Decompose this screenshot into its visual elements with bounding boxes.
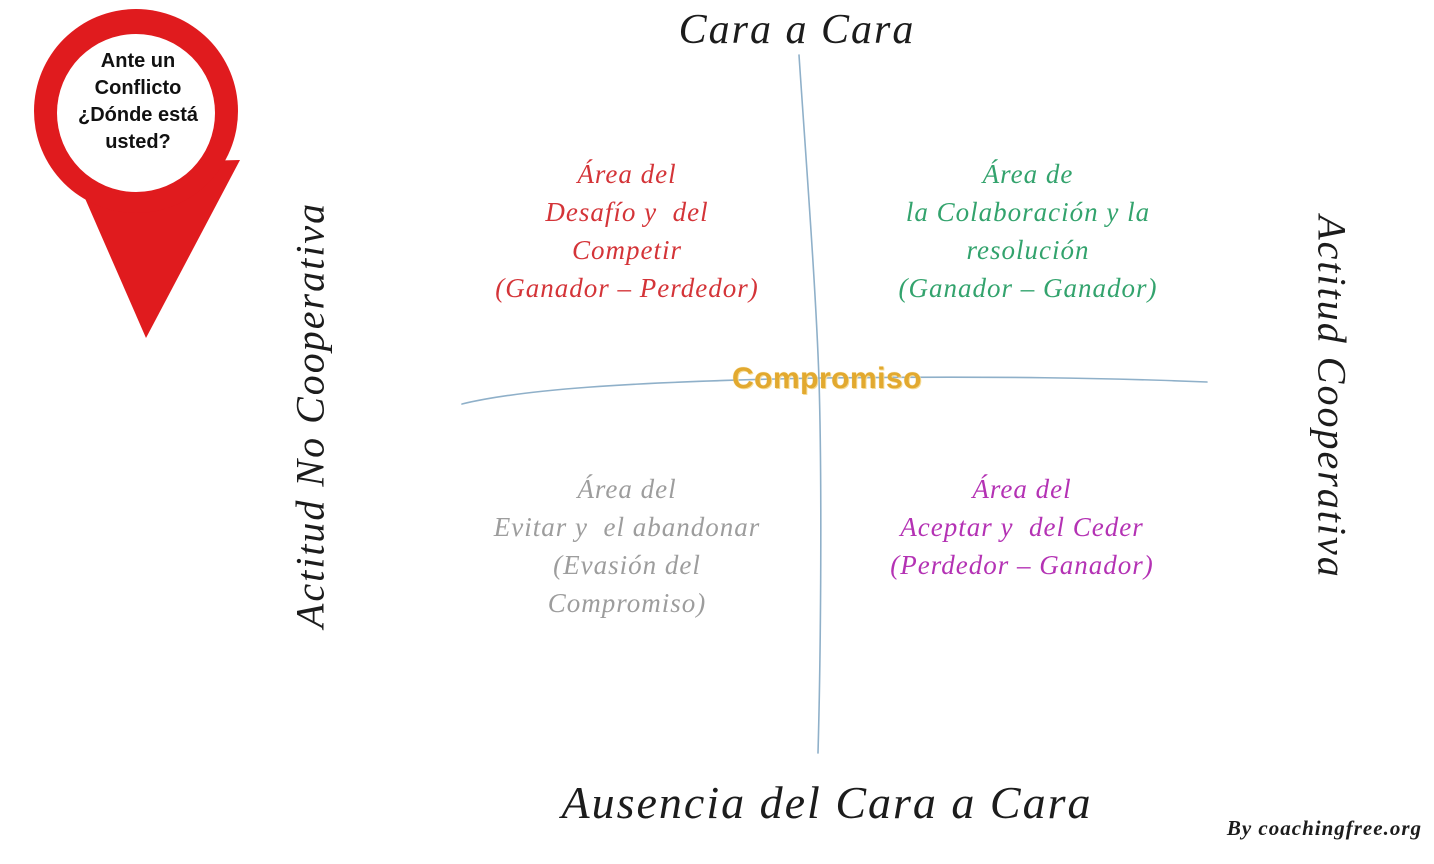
quadrant-line: Compromiso)	[547, 588, 707, 618]
axis-label-bottom: Ausencia del Cara a Cara	[561, 777, 1093, 828]
quadrant-line: Área del	[972, 474, 1072, 504]
pin-text-line: Conflicto	[94, 77, 182, 99]
vertical-axis-line	[798, 54, 822, 754]
quadrant-line: la Colaboración y la	[905, 197, 1151, 227]
quadrant-line: resolución	[966, 235, 1090, 265]
quadrant-line: (Ganador – Ganador)	[898, 273, 1158, 303]
center-label-compromiso: Compromiso	[731, 362, 923, 395]
quadrant-top-left: Área del Desafío y del Competir (Ganador…	[495, 155, 758, 307]
quadrant-line: Desafío y del	[545, 197, 709, 227]
quadrant-bottom-left: Área del Evitar y el abandonar (Evasión …	[494, 470, 760, 622]
pin-text-line: Ante un	[100, 50, 176, 72]
quadrant-bottom-right: Área del Aceptar y del Ceder (Perdedor –…	[890, 470, 1153, 584]
map-pin-icon	[34, 9, 240, 338]
quadrant-line: Área de	[982, 159, 1074, 189]
quadrant-line: Competir	[571, 235, 682, 265]
axis-label-top: Cara a Cara	[678, 7, 916, 53]
credit-text: By coachingfree.org	[1226, 816, 1422, 840]
pin-text-line: usted?	[105, 131, 171, 153]
pin-text-line: ¿Dónde está	[77, 104, 199, 126]
quadrant-line: (Perdedor – Ganador)	[890, 550, 1154, 580]
quadrant-line: Área del	[577, 159, 677, 189]
quadrant-line: Evitar y el abandonar	[493, 512, 761, 542]
quadrant-top-right: Área de la Colaboración y la resolución …	[899, 155, 1158, 307]
quadrant-line: Área del	[577, 474, 677, 504]
horizontal-axis-line	[461, 376, 1208, 405]
map-pin-inner-circle	[57, 34, 215, 192]
quadrant-line: (Ganador – Perdedor)	[495, 273, 759, 303]
quadrant-line: (Evasión del	[553, 550, 701, 580]
quadrant-line: Aceptar y del Ceder	[900, 512, 1144, 542]
pin-question-text: Ante un Conflicto ¿Dónde está usted?	[53, 48, 223, 156]
